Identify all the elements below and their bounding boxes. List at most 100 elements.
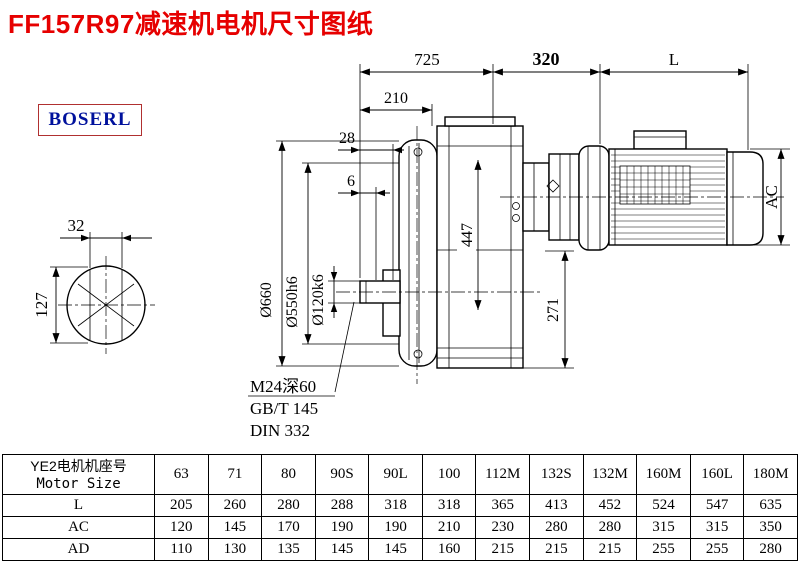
brand-logo-text: BOSERL [48,109,132,130]
diamond-mark [546,179,560,193]
cell: 215 [475,538,531,561]
cell: 170 [261,516,316,539]
gearbox-flange [398,139,438,367]
standard-gbt: GB/T 145 [250,399,318,418]
row-label: L [2,494,155,517]
dim-127-label: 127 [32,292,51,318]
row-label: AC [2,516,155,539]
size-col-header: 100 [421,454,477,495]
dia-120-label: Ø120k6 [310,274,327,326]
size-col-header: 63 [154,454,209,495]
dimension-210: 210 [360,90,433,126]
cell: 215 [529,538,584,561]
center-lines [336,126,784,384]
cell: 280 [582,516,638,539]
cell: 145 [314,538,370,561]
dimension-top-row: 725 320 L [359,49,749,278]
cell: 318 [368,494,423,517]
cell: 318 [421,494,477,517]
motor-winding-grid [619,165,691,205]
size-col-header: 71 [207,454,263,495]
cell: 547 [689,494,745,517]
dim-725-label: 725 [414,50,440,69]
cell: 452 [582,494,638,517]
table-header-row: YE2电机机座号 Motor Size 63 71 80 90S 90L 100… [2,454,798,495]
cell: 288 [314,494,370,517]
dim-L-label: L [669,50,679,69]
dim-271-label: 271 [545,298,562,322]
cell: 255 [689,538,745,561]
cell: 260 [207,494,263,517]
dimension-drawing: 32 127 [32,49,790,440]
cell: 210 [421,516,477,539]
motor-size-header-cn: YE2电机机座号 [30,457,127,474]
cell: 255 [636,538,691,561]
shaft-end-view [58,256,155,354]
standard-din: DIN 332 [250,421,310,440]
size-col-header: 90S [314,454,370,495]
size-col-header: 132S [529,454,584,495]
cell: 350 [743,516,798,539]
cell: 635 [743,494,798,517]
dimension-AC: AC [750,148,790,246]
cell: 130 [207,538,263,561]
dimension-32: 32 [60,216,152,268]
terminal-box [633,130,687,150]
size-col-header: 90L [368,454,423,495]
table-row-L: L 205 260 280 288 318 318 365 413 452 52… [2,494,798,517]
motor-size-header: YE2电机机座号 Motor Size [2,454,155,495]
dim-28-label: 28 [339,130,355,147]
cell: 120 [154,516,209,539]
dimension-dia-660: Ø660 [258,140,399,367]
dim-210-label: 210 [384,90,408,107]
size-col-header: 80 [261,454,316,495]
dim-320-label: 320 [533,49,560,69]
fan-cover [726,151,764,246]
cell: 110 [154,538,209,561]
dia-550-label: Ø550h6 [284,276,301,328]
thread-note: M24深60 [250,377,316,396]
dimension-dia-120: Ø120k6 [310,266,360,326]
thread-callout: M24深60 GB/T 145 DIN 332 [248,301,355,440]
dimension-447: 447 [457,160,482,310]
dim-447-label: 447 [459,223,476,247]
cell: 365 [475,494,531,517]
page-title: FF157R97减速机电机尺寸图纸 [8,9,374,39]
motor-size-header-en: Motor Size [36,475,121,492]
dimension-28: 28 [338,130,404,280]
size-col-header: 112M [475,454,531,495]
cell: 413 [529,494,584,517]
cell: 524 [636,494,691,517]
dim-AC-label: AC [762,185,781,209]
dimension-271: 271 [523,250,574,369]
size-col-header: 160M [636,454,691,495]
motor-dimension-table: YE2电机机座号 Motor Size 63 71 80 90S 90L 100… [2,454,798,561]
output-shaft [359,269,401,337]
cell: 190 [314,516,370,539]
dimension-6: 6 [338,173,390,280]
size-col-header: 132M [582,454,638,495]
dimension-127: 127 [32,266,88,344]
cell: 230 [475,516,531,539]
dim-32-label: 32 [68,216,85,235]
cell: 190 [368,516,423,539]
cell: 280 [529,516,584,539]
size-col-header: 180M [743,454,798,495]
dimension-dia-550: Ø550h6 [284,162,399,345]
cell: 280 [743,538,798,561]
motor-adapter [522,145,610,251]
dia-660-label: Ø660 [258,282,275,318]
brand-logo-box: BOSERL [38,104,142,136]
cell: 145 [368,538,423,561]
cell: 145 [207,516,263,539]
cell: 160 [421,538,477,561]
dim-6-label: 6 [347,173,355,190]
cell: 135 [261,538,316,561]
cell: 315 [636,516,691,539]
size-col-header: 160L [689,454,745,495]
table-row-AD: AD 110 130 135 145 145 160 215 215 215 2… [2,538,798,561]
gearbox-housing [436,116,524,369]
row-label: AD [2,538,155,561]
cell: 215 [582,538,638,561]
